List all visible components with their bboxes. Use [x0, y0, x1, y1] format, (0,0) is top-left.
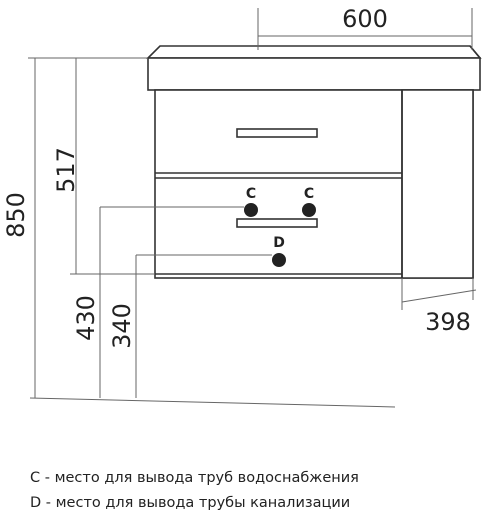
- cabinet-body: [154, 89, 474, 279]
- d-height-dimension: [135, 254, 272, 398]
- total-height-dimension: [28, 57, 148, 398]
- legend-d: D - место для вывода трубы канализации: [30, 495, 351, 511]
- c-right-outlet: [302, 203, 316, 217]
- width-label: 600: [342, 5, 388, 33]
- top-height-label: 517: [52, 147, 80, 193]
- d-label: D: [273, 235, 285, 251]
- top-height-dimension: [70, 58, 155, 275]
- width-dimension: [257, 8, 473, 50]
- c-left-outlet: [244, 203, 258, 217]
- legend-c: C - место для вывода труб водоснабжения: [30, 470, 359, 486]
- d-outlet: [272, 253, 286, 267]
- depth-label: 398: [425, 308, 471, 336]
- depth-dimension: [401, 278, 477, 310]
- floor-line: [29, 397, 396, 408]
- c-left-label: C: [246, 186, 256, 202]
- d-height-label: 340: [108, 303, 136, 349]
- sink-top: [146, 45, 482, 91]
- bottom-drawer-handle: [236, 218, 318, 228]
- pipe-markers: C C D: [244, 186, 316, 267]
- c-height-dimension: [99, 206, 244, 398]
- top-drawer-handle: [236, 128, 318, 138]
- total-height-label: 850: [2, 192, 30, 238]
- drawer-handles: [236, 128, 318, 228]
- c-height-label: 430: [72, 295, 100, 341]
- c-right-label: C: [304, 186, 314, 202]
